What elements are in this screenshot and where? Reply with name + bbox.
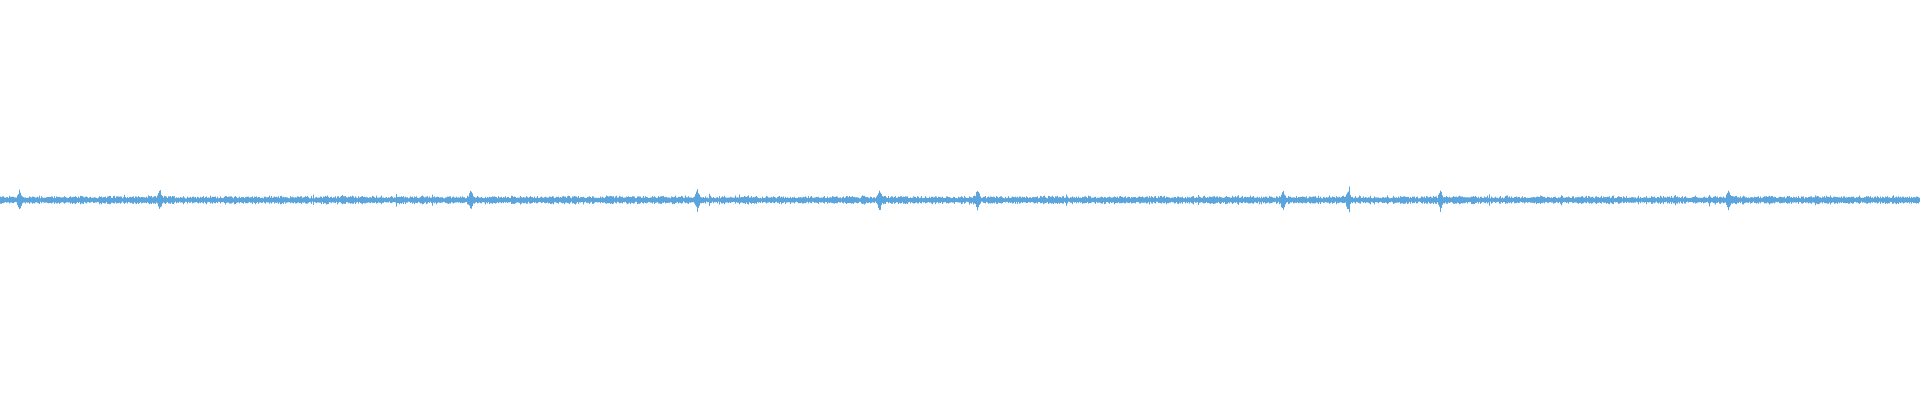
waveform-graphic bbox=[0, 186, 1920, 213]
